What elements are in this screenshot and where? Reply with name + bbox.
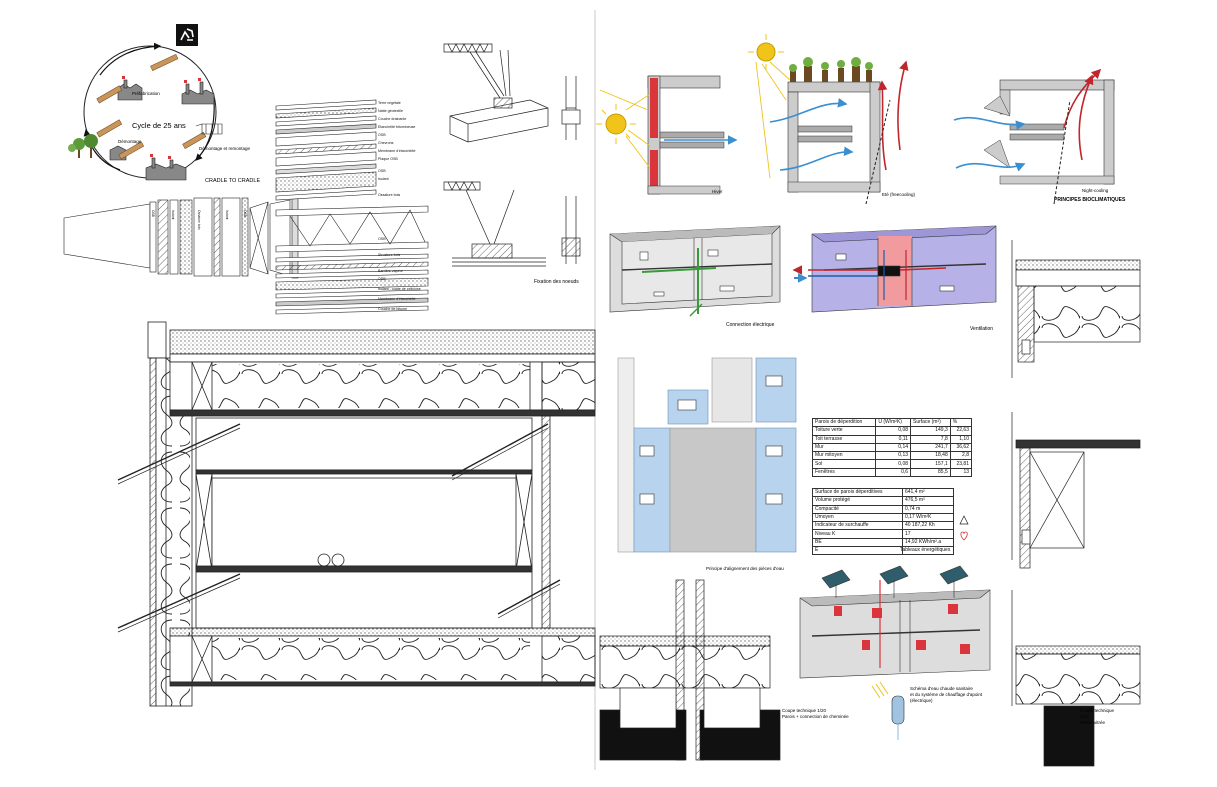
bioclimatic-summer [748,34,909,205]
svg-text:Etanchéité bitumineuse: Etanchéité bitumineuse [378,125,415,129]
table-header: Parois de déperdition U (W/m²K) Surface … [811,417,973,428]
electric-connection-diagram [609,225,781,317]
roof-layer-labels: Terre végétale Natte géotextile Couche d… [378,101,421,311]
chimney-caption-1: Coupe technique 1/20 [782,708,827,713]
svg-text:Couche de bitume: Couche de bitume [378,307,407,311]
node-fixation-detail [443,43,581,267]
water-alignment-caption: Principe d'alignement des pièces d'eau [706,566,784,571]
svg-text:Couche drainante: Couche drainante [378,117,406,121]
svg-text:OSB: OSB [151,210,155,217]
chimney-section [599,579,781,761]
glazed-section-caption-2: 1/20 [1080,714,1089,719]
svg-text:Isolant: Isolant [378,177,389,181]
section-right-middle [1011,412,1141,569]
svg-text:Ossature bois: Ossature bois [378,193,400,197]
svg-text:OSB: OSB [378,133,386,137]
sun-icon [596,104,636,144]
svg-text:OSB: OSB [378,237,386,241]
svg-text:OSB: OSB [243,210,247,217]
trees-icon [68,134,98,158]
svg-text:Isolant - ouate de cellulose: Isolant - ouate de cellulose [378,287,421,291]
step-label-dismount: Démontage [118,139,142,144]
heart-icon [960,531,968,541]
night-label: Night-cooling [1082,188,1109,193]
glazed-section-caption-1: Coupe technique [1080,708,1115,713]
factory-icon [109,79,215,181]
lifecycle-diagram: Préfabrication Démontage et remontage Dé… [68,24,260,184]
section-right-top [1011,240,1141,378]
table-row: E [812,546,955,556]
svg-text:Barrière vapeur: Barrière vapeur [378,269,404,273]
ventilation-caption: Ventilation [970,326,993,332]
recycle-icon [176,24,198,46]
svg-text:Terre végétale: Terre végétale [378,101,401,105]
technical-section-main [117,321,596,707]
svg-text:Membrane d'étanchéité: Membrane d'étanchéité [378,297,415,301]
svg-text:Natte géotextile: Natte géotextile [378,109,403,113]
warning-icon [959,515,969,525]
moon-icon [949,56,968,74]
hot-water-diagram [799,565,991,740]
step-label-prefab: Préfabrication [132,91,160,96]
glazed-section-caption-3: Parois vitrée [1080,720,1106,725]
hot-water-caption-2: et du système de chauffage d'apoint [910,692,983,697]
winter-label: Hiver [712,189,723,194]
svg-text:Plaque OSB: Plaque OSB [378,157,398,161]
lifecycle-title: Cycle de 25 ans [132,121,186,130]
ventilation-diagram [792,225,997,313]
svg-text:OSB: OSB [378,169,386,173]
hot-water-caption-3: (électrique) [910,698,933,703]
water-alignment-diagram [617,357,797,553]
svg-text:Chevrons: Chevrons [378,141,394,145]
svg-text:Structure bois: Structure bois [378,253,400,257]
wall-assembly-exploded [63,197,299,279]
step-label-remount: Démontage et remontage [199,146,251,151]
chimney-caption-2: Parois + connection de cheminée [782,714,849,719]
electric-caption: Connection électrique [726,322,775,328]
summer-label: Eté (freecooling) [882,192,916,197]
bioclimatic-night [949,56,1115,205]
svg-text:Membrane d'étanchéité: Membrane d'étanchéité [378,149,415,153]
svg-text:Ossature bois: Ossature bois [197,210,201,230]
sun-icon [748,34,784,70]
roof-layer-stack [275,99,429,315]
heat-losses-table: Parois de déperdition U (W/m²K) Surface … [811,417,973,478]
svg-text:OSB: OSB [378,277,386,281]
hot-water-caption-1: Schéma d'eau chaude sanitaire [910,686,973,691]
node-fixation-caption: Fixation des noeuds [534,279,579,285]
energy-table-caption: Tableaux énergétiques [900,547,951,553]
lifecycle-caption: CRADLE TO CRADLE [205,178,260,184]
svg-text:Isolant: Isolant [225,210,229,220]
section-right-bottom [1011,590,1141,767]
bioclimatic-title: PRINCIPES BIOCLIMATIQUES [1054,197,1126,203]
bioclimatic-winter [596,75,738,195]
svg-text:Isolant: Isolant [171,210,175,220]
